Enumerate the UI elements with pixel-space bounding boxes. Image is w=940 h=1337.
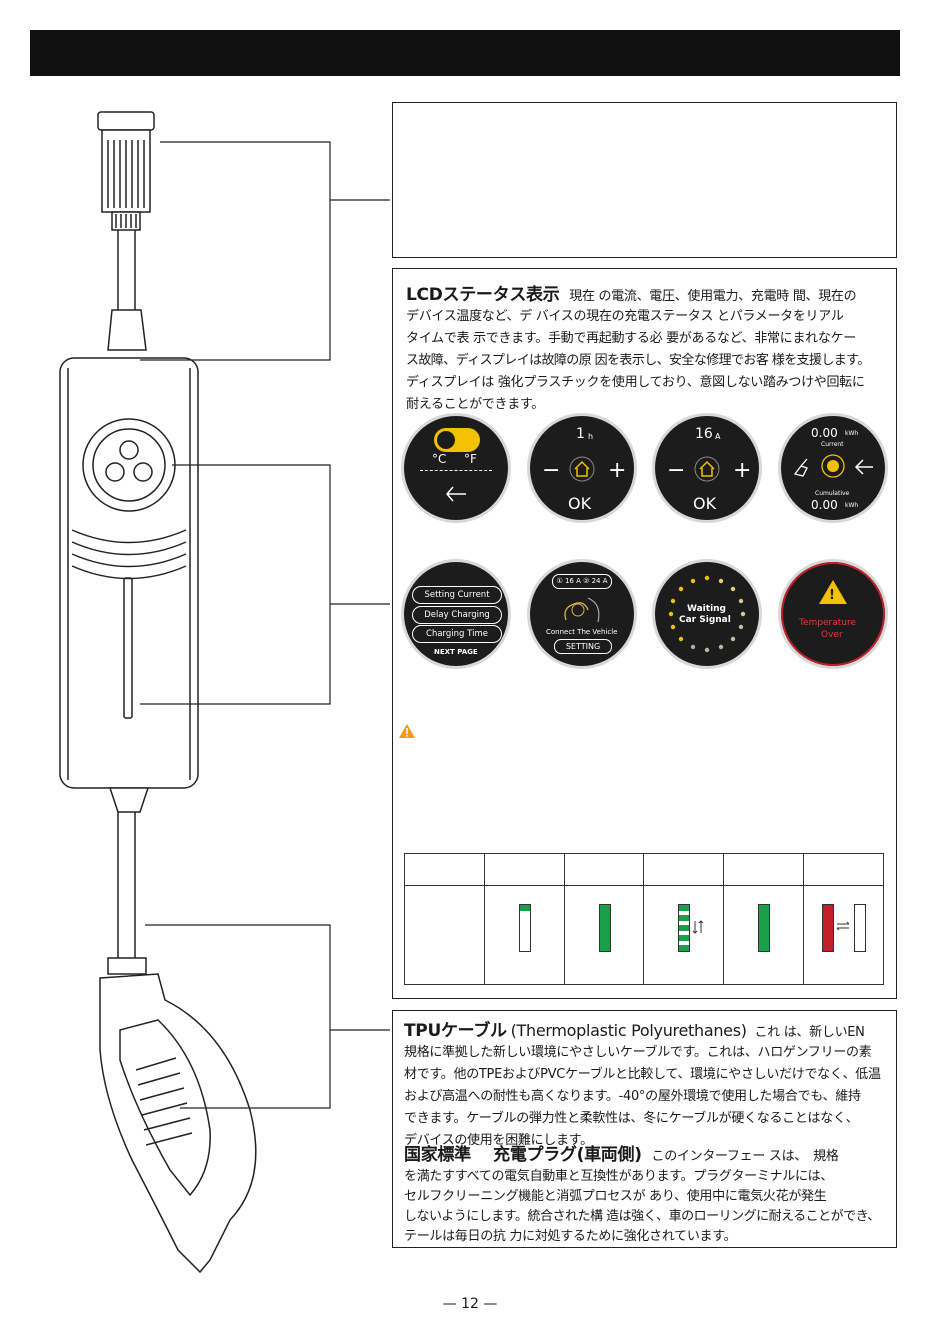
tpu-line-0: TPUケーブル (Thermoplastic Polyurethanes) これ… bbox=[404, 1021, 865, 1041]
confirm-icon bbox=[821, 454, 845, 478]
tpu-line-2: 材です。他のTPEおよびPVCケーブルと比較して、環境にやさしいだけでなく、低温 bbox=[404, 1067, 881, 1082]
loading-ring bbox=[668, 575, 746, 653]
led-bar bbox=[598, 904, 611, 952]
charger-illustration bbox=[59, 111, 390, 1274]
toggle-knob bbox=[437, 431, 455, 449]
menu-charging-time: Charging Time bbox=[412, 625, 502, 643]
lcd-line-4: ディスプレイは 強化プラスチックを使用しており、意図しない踏みつけや回転に bbox=[406, 375, 865, 390]
plug-heading: 国家標準 充電プラグ(車両側) bbox=[404, 1145, 642, 1165]
led-bar bbox=[822, 904, 835, 952]
screen-temperature-unit: °C °F bbox=[404, 416, 508, 520]
led-cell-fault bbox=[803, 885, 884, 985]
page-number: — 12 — bbox=[442, 1296, 498, 1312]
tpu-heading-latin: (Thermoplastic Polyurethanes) bbox=[510, 1021, 747, 1040]
led-bar bbox=[758, 904, 771, 952]
plug-line-2: セルフクリーニング機能と消弧プロセスが あり、使用中に電気火花が発生 bbox=[404, 1189, 827, 1204]
screen-delay-hours: 1 h − + OK bbox=[530, 416, 634, 520]
led-indicator-table bbox=[404, 853, 884, 985]
led-cell-complete bbox=[723, 885, 805, 985]
tpu-line-5: デバイスの使用を困難にします。 bbox=[404, 1133, 593, 1148]
led-bar bbox=[854, 904, 867, 952]
tpu-line-1: 規格に準拠した新しい環境にやさしいケーブルです。これは、ハロゲンフリーの素 bbox=[404, 1045, 872, 1060]
wall-plug bbox=[59, 111, 257, 1274]
led-cell-standby bbox=[483, 885, 565, 985]
transfer-arrows-icon bbox=[836, 921, 850, 931]
lcd-line-0: LCDステータス表示 現在 の電流、電圧、使用電力、充電時 間、現在の bbox=[406, 285, 857, 305]
lcd-line-1: デバイス温度など、デ バイスの現在の充電ステータス とパラメータをリアル bbox=[406, 309, 844, 324]
screen-waiting-signal: Waiting Car Signal bbox=[655, 562, 759, 666]
led-bar bbox=[678, 904, 691, 952]
led-bar bbox=[518, 904, 531, 952]
led-cell-ready bbox=[563, 885, 645, 985]
menu-delay-charging: Delay Charging bbox=[412, 606, 502, 624]
home-icon bbox=[569, 456, 595, 482]
table-header-cell bbox=[723, 853, 805, 886]
transfer-arrows-icon bbox=[693, 920, 704, 934]
warning-icon bbox=[819, 580, 847, 604]
lcd-heading: LCDステータス表示 bbox=[406, 285, 560, 305]
current-options: ① 16 A ② 24 A bbox=[552, 574, 612, 589]
brush-icon bbox=[793, 458, 808, 477]
screen-temperature-over: ! Temperature Over bbox=[781, 562, 885, 666]
table-header-cell bbox=[803, 853, 884, 886]
table-header-cell bbox=[483, 853, 565, 886]
dashed-divider bbox=[420, 470, 492, 471]
screen-current-amps: 16 A − + OK bbox=[655, 416, 759, 520]
lcd-line-5: 耐えることができます。 bbox=[406, 397, 545, 412]
tpu-heading: TPUケーブル bbox=[404, 1021, 507, 1041]
info-box-top bbox=[392, 102, 897, 258]
plug-line-3: しないようにします。統合された構 造は強く、車のローリングに耐えることができ、 bbox=[404, 1209, 880, 1224]
header-bar bbox=[30, 30, 900, 76]
lcd-line-3: ス故障、ディスプレイは故障の原 因を表示し、安全な修理でお客 様を支援します。 bbox=[406, 353, 870, 368]
plug-line-4: テールは毎日の抗 力に対処するために強化されています。 bbox=[404, 1229, 737, 1244]
led-cell-charging bbox=[643, 885, 725, 985]
screen-connect-vehicle: ① 16 A ② 24 A Connect The Vehicle SETTIN… bbox=[530, 562, 634, 666]
table-header-cell bbox=[563, 853, 645, 886]
table-header-cell bbox=[404, 853, 485, 886]
setting-button: SETTING bbox=[554, 639, 612, 654]
back-icon bbox=[854, 459, 873, 475]
cable-plug-box bbox=[392, 1010, 897, 1248]
plug-hand-icon bbox=[564, 597, 600, 623]
screen-settings-menu: Setting Current Delay Charging Charging … bbox=[404, 562, 508, 666]
home-icon bbox=[694, 456, 720, 482]
menu-setting-current: Setting Current bbox=[412, 586, 502, 604]
plug-line-0: 国家標準 充電プラグ(車両側) このインターフェー スは、 規格 bbox=[404, 1145, 839, 1165]
warning-icon bbox=[399, 724, 415, 738]
plug-line-1: を満たすすべての電気自動車と互換性があります。プラグターミナルには、 bbox=[404, 1169, 834, 1184]
screen-energy: 0.00 kWh Current Cumulative 0.00 kWh bbox=[781, 416, 885, 520]
back-icon bbox=[446, 486, 466, 502]
tpu-line-4: できます。ケーブルの弾力性と柔軟性は、冬にケーブルが硬くなることはなく、 bbox=[404, 1111, 859, 1126]
lcd-line-2: タイムで表 示できます。手動で再起動する必 要があるなど、非常にまれなケー bbox=[406, 331, 856, 346]
table-cell bbox=[404, 885, 485, 985]
table-header-cell bbox=[643, 853, 725, 886]
tpu-line-3: および高温への耐性も高くなります。-40°の屋外環境で使用した場合でも、維持 bbox=[404, 1089, 861, 1104]
